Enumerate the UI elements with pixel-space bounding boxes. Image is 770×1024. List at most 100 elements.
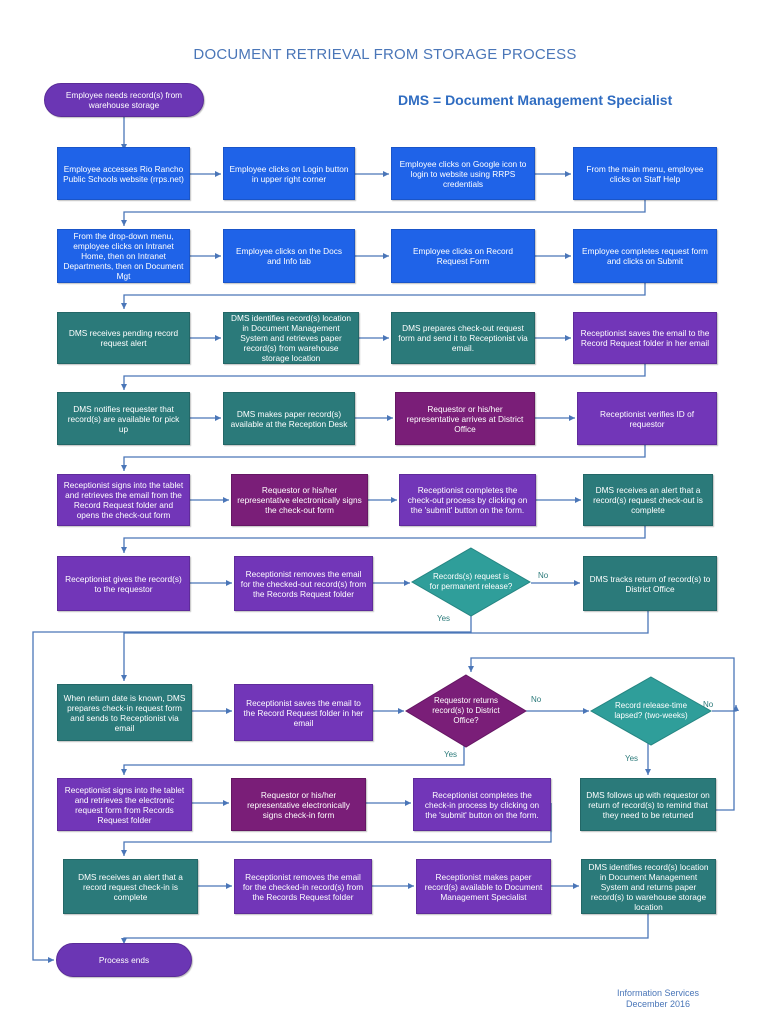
page-title: DOCUMENT RETRIEVAL FROM STORAGE PROCESS (193, 46, 577, 63)
edge (468, 657, 735, 811)
step-label: Employee clicks on the Docs and Info tab (235, 246, 343, 266)
step-label: Receptionist saves the email to the Reco… (243, 697, 364, 728)
step-label: Requestor or his/her representative elec… (237, 485, 362, 515)
step-label: Requestor or his/her representative arri… (406, 403, 524, 434)
step-label: DMS identifies record(s) location in Doc… (231, 313, 351, 363)
edge-label-no: No (538, 571, 549, 580)
step-requestor-signs-checkin: Requestor or his/her representative elec… (231, 778, 366, 831)
step-label: Employee clicks on Record Request Form (412, 246, 514, 266)
step-receptionist-saves-checkin-email: Receptionist saves the email to the Reco… (234, 684, 373, 741)
step-label: Receptionist gives the record(s) to the … (65, 573, 182, 594)
edge-label-yes: Yes (625, 754, 639, 763)
edge-label-yes: Yes (437, 614, 451, 623)
edge-label-no: No (531, 695, 542, 704)
step-label: Receptionist makes paper record(s) avail… (424, 871, 543, 902)
step-receptionist-gives-records: Receptionist gives the record(s) to the … (57, 556, 190, 611)
step-dms-tracks-return: DMS tracks return of record(s) to Distri… (583, 556, 717, 611)
step-label: Employee clicks on Login button in upper… (229, 163, 349, 184)
edge (121, 740, 465, 775)
step-access-website: Employee accesses Rio Rancho Public Scho… (57, 147, 190, 200)
step-label: Receptionist removes the email for the c… (242, 871, 364, 902)
step-click-login: Employee clicks on Login button in upper… (223, 147, 355, 200)
step-label: From the drop-down menu, employee clicks… (63, 231, 184, 281)
step-label: Requestor or his/her representative elec… (247, 789, 350, 820)
step-label: DMS makes paper record(s) available at t… (230, 408, 348, 429)
step-requestor-signs-checkout: Requestor or his/her representative elec… (231, 474, 368, 526)
step-dms-follows-up: DMS follows up with requestor on return … (580, 778, 716, 831)
footer-department: Information Services (616, 988, 700, 998)
decision-shape (405, 674, 527, 748)
step-dms-receives-alert: DMS receives pending record request aler… (57, 312, 190, 364)
step-docs-info-tab: Employee clicks on the Docs and Info tab (223, 229, 355, 283)
step-dropdown-menu: From the drop-down menu, employee clicks… (57, 229, 190, 283)
footer-date: December 2016 (625, 999, 691, 1009)
step-label: DMS tracks return of record(s) to Distri… (589, 573, 711, 594)
step-receptionist-makes-available: Receptionist makes paper record(s) avail… (416, 859, 551, 914)
step-click-google-icon: Employee clicks on Google icon to login … (391, 147, 535, 200)
step-label: Employee completes request form and clic… (582, 246, 708, 266)
step-label: DMS prepares check-out request form and … (398, 323, 528, 353)
edge (121, 200, 646, 226)
step-complete-request: Employee completes request form and clic… (573, 229, 717, 283)
edge (121, 364, 646, 390)
end-terminal-label: Process ends (98, 955, 150, 965)
step-receptionist-completes-checkin: Receptionist completes the check-in proc… (413, 778, 551, 831)
step-label: DMS receives an alert that a record(s) r… (593, 485, 703, 515)
step-verify-id: Receptionist verifies ID of requestor (577, 392, 717, 445)
step-receptionist-completes-checkout: Receptionist completes the check-out pro… (399, 474, 536, 526)
edge (121, 611, 649, 681)
step-receptionist-retrieves-checkin: Receptionist signs into the tablet and r… (57, 778, 192, 831)
edge (121, 803, 552, 856)
step-dms-identifies-records: DMS identifies record(s) location in Doc… (223, 312, 359, 364)
decision-release-time-lapsed: Record release-time lapsed? (two-weeks) (590, 676, 712, 746)
decision-label: Records(s) request is for permanent rele… (429, 572, 513, 591)
start-terminal-label: Employee needs record(s) from warehouse … (65, 90, 183, 110)
step-label: Employee clicks on Google icon to login … (399, 158, 527, 189)
edge (32, 609, 472, 963)
step-label: Receptionist removes the email for the c… (240, 568, 367, 599)
edge-label-no: No (703, 700, 714, 709)
step-dms-prepares-checkin: When return date is known, DMS prepares … (57, 684, 192, 741)
decision-requestor-returns: Requestor returns record(s) to District … (405, 674, 527, 748)
step-label: From the main menu, employee clicks on S… (586, 163, 704, 184)
step-dms-checkin-alert: DMS receives an alert that a record requ… (63, 859, 198, 914)
edge (712, 705, 739, 712)
step-click-staff-help: From the main menu, employee clicks on S… (573, 147, 717, 200)
step-label: Receptionist completes the check-in proc… (424, 789, 540, 820)
step-record-request-form: Employee clicks on Record Request Form (391, 229, 535, 283)
step-label: When return date is known, DMS prepares … (63, 692, 186, 733)
step-label: DMS receives pending record request aler… (68, 328, 179, 348)
step-receptionist-removes-checkin-email: Receptionist removes the email for the c… (234, 859, 372, 914)
edge (121, 283, 646, 309)
decision-label: Record release-time lapsed? (two-weeks) (614, 701, 688, 720)
step-label: Receptionist signs into the tablet and r… (64, 784, 185, 825)
step-label: Receptionist saves the email to the Reco… (580, 328, 710, 348)
step-dms-prepares-checkout: DMS prepares check-out request form and … (391, 312, 535, 364)
step-label: DMS identifies record(s) location in Doc… (588, 861, 709, 912)
legend-subtitle: DMS = Document Management Specialist (398, 92, 673, 108)
step-label: Receptionist signs into the tablet and r… (63, 480, 184, 520)
decision-label: Requestor returns record(s) to District … (432, 696, 500, 725)
decision-shape (590, 676, 712, 746)
step-label: Receptionist completes the check-out pro… (407, 485, 528, 515)
step-label: DMS follows up with requestor on return … (586, 789, 710, 820)
step-receptionist-removes-checkout-email: Receptionist removes the email for the c… (234, 556, 373, 611)
step-requestor-arrives: Requestor or his/her representative arri… (395, 392, 535, 445)
edge (121, 525, 646, 553)
end-terminal: Process ends (56, 943, 192, 977)
decision-permanent-release: Records(s) request is for permanent rele… (411, 547, 531, 617)
step-dms-notifies-requester: DMS notifies requester that record(s) ar… (57, 392, 190, 445)
step-label: Receptionist verifies ID of requestor (599, 408, 695, 429)
edge-label-yes: Yes (444, 750, 458, 759)
step-receptionist-saves-email: Receptionist saves the email to the Reco… (573, 312, 717, 364)
footer: Information Services December 2016 (596, 988, 720, 1010)
step-label: Employee accesses Rio Rancho Public Scho… (63, 163, 184, 184)
step-dms-makes-available: DMS makes paper record(s) available at t… (223, 392, 355, 445)
step-label: DMS notifies requester that record(s) ar… (67, 403, 180, 434)
start-terminal: Employee needs record(s) from warehouse … (44, 83, 204, 117)
step-dms-checkout-alert: DMS receives an alert that a record(s) r… (583, 474, 713, 526)
decision-shape (411, 547, 531, 617)
step-label: DMS receives an alert that a record requ… (78, 871, 183, 902)
edge (121, 914, 649, 944)
